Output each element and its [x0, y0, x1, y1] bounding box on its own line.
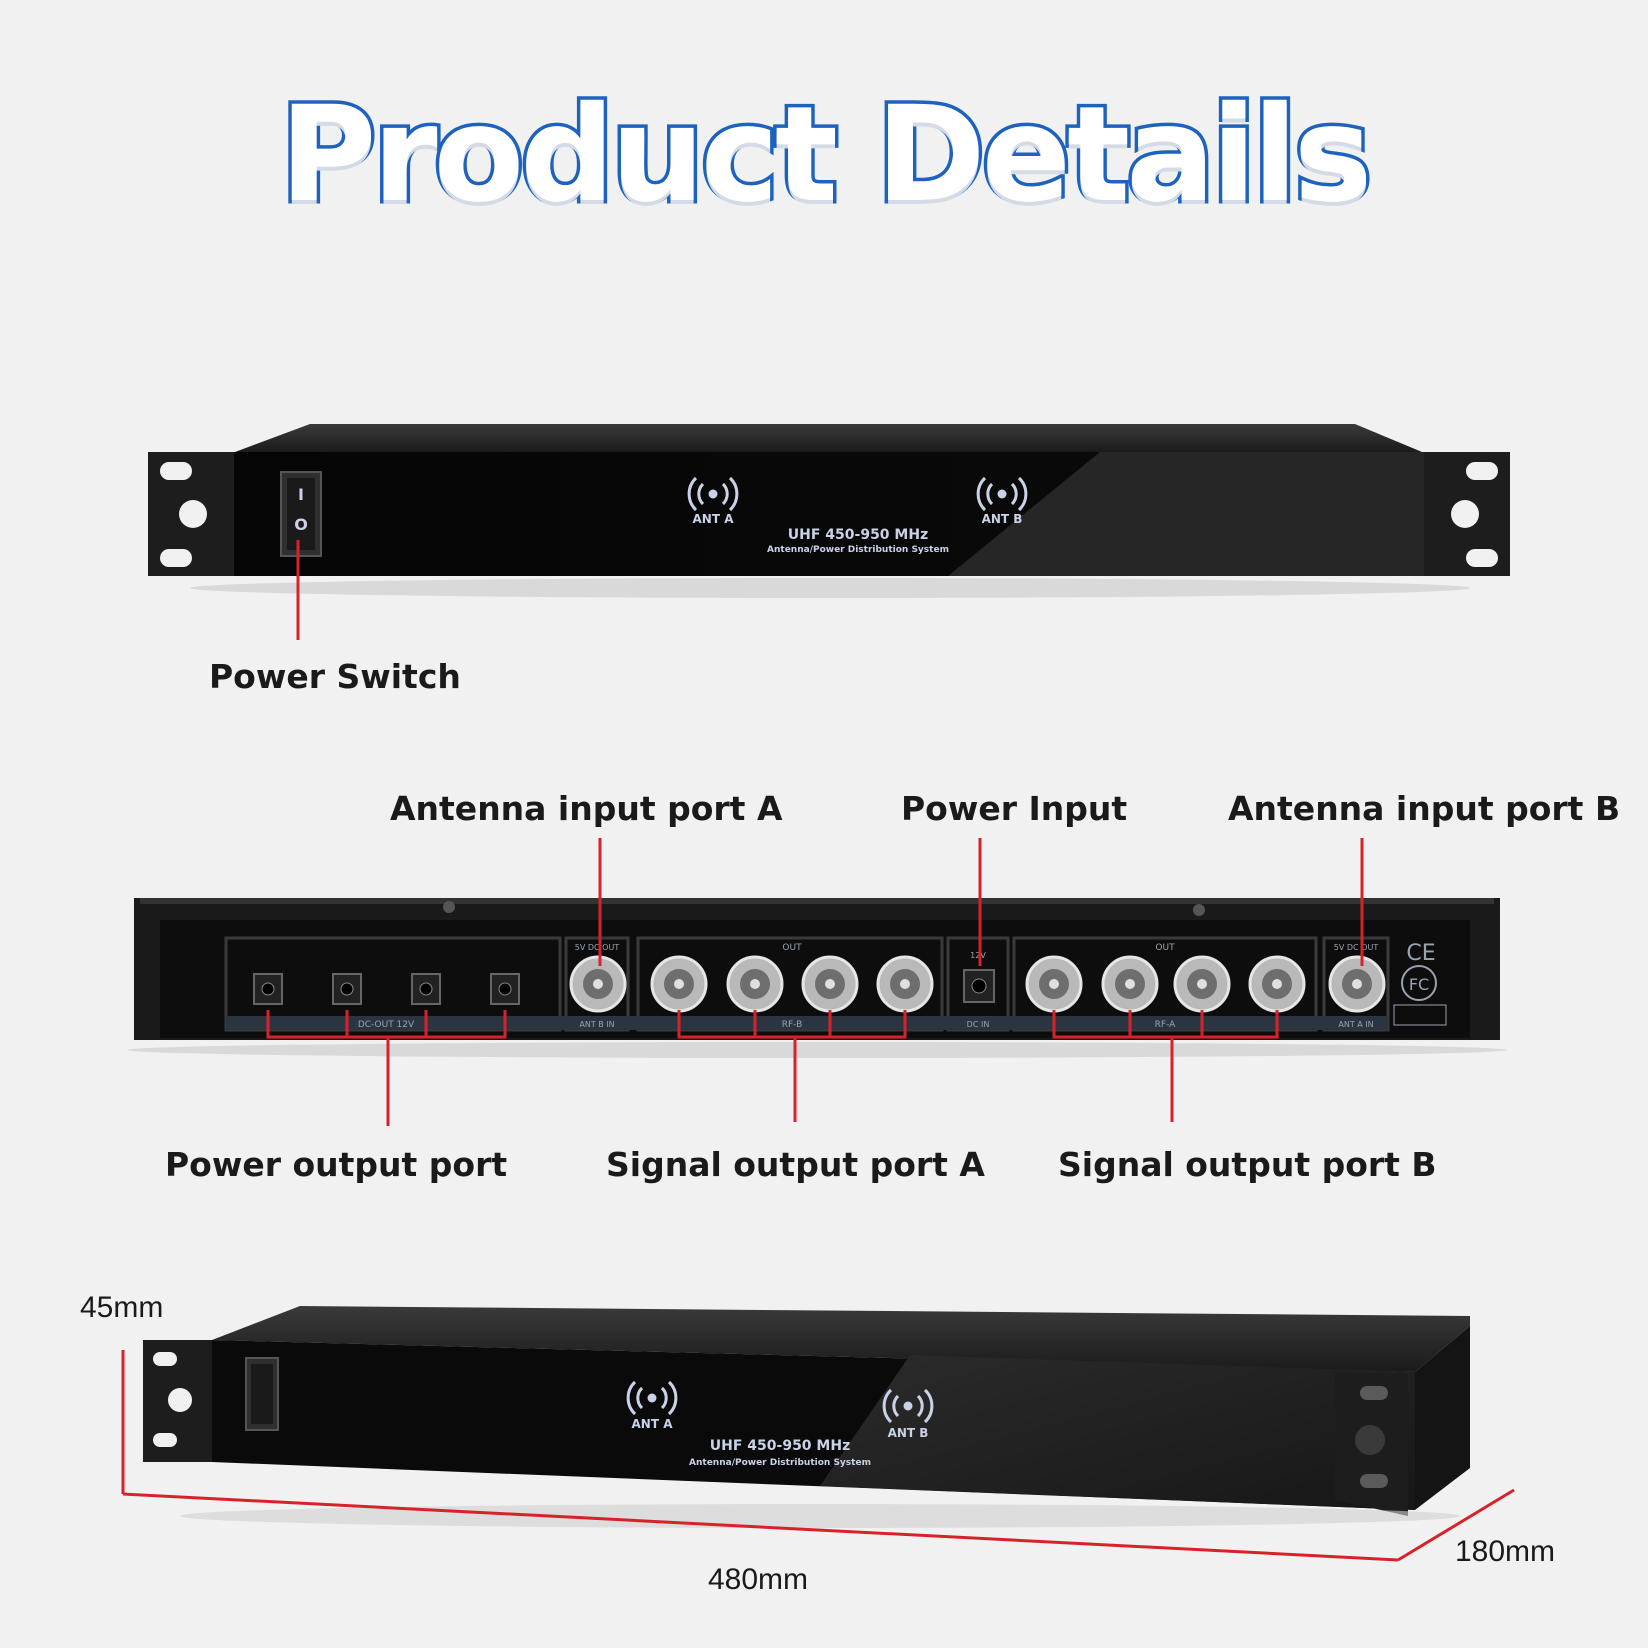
out-label-rf-a: OUT	[1155, 943, 1175, 953]
rf-b-label: RF-B	[782, 1020, 803, 1030]
dimension-height: 45mm	[80, 1291, 164, 1324]
fc-mark-ring	[1401, 965, 1437, 1001]
fc-mark: FC	[1409, 975, 1429, 994]
label-power-output: Power output port	[165, 1145, 508, 1184]
label-antenna-input-a: Antenna input port A	[390, 789, 783, 828]
dc-out-header: 5V DC OUT	[575, 943, 620, 952]
label-signal-output-a: Signal output port A	[606, 1145, 985, 1184]
right-rack-ear	[1424, 452, 1510, 576]
dc-in-label: DC IN	[967, 1020, 990, 1029]
label-power-switch: Power Switch	[209, 657, 461, 696]
ant-b-label-3: ANT B	[888, 1426, 929, 1440]
switch-off-mark: O	[294, 515, 308, 534]
dc-out-label: DC-OUT 12V	[358, 1020, 415, 1030]
antenna-signal-icon	[882, 1388, 934, 1424]
model-label: UHF 450-950 MHz	[788, 527, 928, 543]
page-title: Product Details	[276, 75, 1376, 236]
dimension-width: 480mm	[708, 1563, 809, 1596]
perspective-view-device: ANT A ANT B UHF 450-950 MHz Antenna/Powe…	[143, 1306, 1470, 1528]
dimension-depth: 180mm	[1455, 1535, 1556, 1568]
out-label-rf-b: OUT	[782, 943, 802, 953]
antenna-signal-icon	[626, 1380, 678, 1416]
ant-a-label-3: ANT A	[632, 1417, 674, 1431]
label-power-input: Power Input	[901, 789, 1128, 828]
antenna-signal-icon	[687, 476, 739, 512]
power-rocker-switch[interactable]: I O	[280, 471, 322, 557]
dimension-lines	[121, 1350, 1515, 1562]
dc-output-jacks	[253, 973, 520, 1005]
antenna-signal-icon	[976, 476, 1028, 512]
caution-label	[1393, 1004, 1447, 1026]
device-top-face	[235, 424, 1422, 452]
system-subtitle-3: Antenna/Power Distribution System	[689, 1458, 871, 1468]
dc-input-jack	[963, 969, 995, 1003]
rear-callout-lines	[266, 838, 1364, 1126]
ant-b-label: ANT B	[982, 512, 1023, 526]
label-antenna-input-b: Antenna input port B	[1228, 789, 1621, 828]
ant-a-in-label: ANT A IN	[1338, 1020, 1373, 1029]
model-label-3: UHF 450-950 MHz	[710, 1438, 850, 1454]
label-signal-output-b: Signal output port B	[1058, 1145, 1437, 1184]
rf-a-label: RF-A	[1155, 1020, 1176, 1030]
dc-in-spec: 12V	[970, 951, 986, 960]
bnc-connector-ant-b-in	[569, 955, 627, 1013]
ant-a-label: ANT A	[693, 512, 735, 526]
ce-mark: CE	[1406, 941, 1435, 966]
bnc-outputs-rf-b	[650, 955, 934, 1013]
left-rack-ear	[148, 452, 234, 576]
bnc-connector-ant-a-in	[1328, 955, 1386, 1013]
front-panel-gloss	[948, 452, 1424, 576]
system-subtitle: Antenna/Power Distribution System	[767, 545, 949, 555]
dc-out-header-a: 5V DC OUT	[1334, 943, 1379, 952]
switch-on-mark: I	[298, 485, 304, 504]
ant-b-in-label: ANT B IN	[579, 1020, 614, 1029]
rear-view-device: DC-OUT 12V 5V DC OUT ANT B IN OUT RF-B 1…	[127, 898, 1507, 1058]
